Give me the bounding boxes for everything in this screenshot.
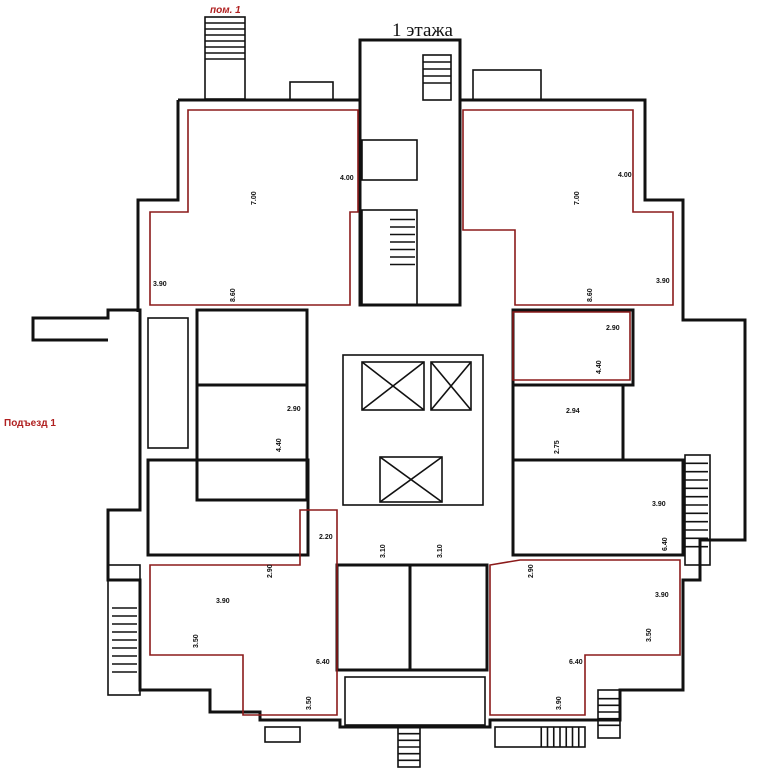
svg-text:3.50: 3.50 [193, 634, 200, 648]
svg-text:3.90: 3.90 [216, 598, 230, 605]
svg-text:8.60: 8.60 [587, 288, 594, 302]
svg-text:6.40: 6.40 [569, 659, 583, 666]
svg-text:3.50: 3.50 [646, 628, 653, 642]
svg-text:4.40: 4.40 [596, 360, 603, 374]
svg-text:2.90: 2.90 [528, 564, 535, 578]
svg-text:3.50: 3.50 [306, 696, 313, 710]
svg-text:3.10: 3.10 [437, 544, 444, 558]
svg-text:3.90: 3.90 [153, 281, 167, 288]
svg-text:8.60: 8.60 [230, 288, 237, 302]
svg-text:4.00: 4.00 [618, 172, 632, 179]
room-label: пом. 1 [210, 5, 241, 16]
svg-text:3.90: 3.90 [556, 696, 563, 710]
svg-text:6.40: 6.40 [316, 659, 330, 666]
svg-text:2.75: 2.75 [554, 440, 561, 454]
svg-text:7.00: 7.00 [574, 191, 581, 205]
svg-text:3.10: 3.10 [380, 544, 387, 558]
svg-text:2.20: 2.20 [319, 534, 333, 541]
dimension-labels: 4.00 7.00 3.90 8.60 4.00 7.00 3.90 8.60 … [153, 172, 670, 710]
svg-text:3.90: 3.90 [652, 501, 666, 508]
plan-title: 1 этажа [392, 20, 454, 41]
svg-text:4.00: 4.00 [340, 175, 354, 182]
svg-text:4.40: 4.40 [276, 438, 283, 452]
svg-text:3.90: 3.90 [656, 278, 670, 285]
svg-text:6.40: 6.40 [662, 537, 669, 551]
apartment-outlines [149, 109, 681, 716]
svg-text:3.90: 3.90 [655, 592, 669, 599]
svg-text:2.94: 2.94 [566, 408, 580, 415]
walls [31, 16, 747, 768]
svg-text:7.00: 7.00 [251, 191, 258, 205]
svg-text:2.90: 2.90 [267, 564, 274, 578]
entrance-label: Подъезд 1 [4, 418, 56, 429]
svg-text:2.90: 2.90 [606, 325, 620, 332]
svg-text:2.90: 2.90 [287, 406, 301, 413]
stair-treads [112, 22, 708, 762]
